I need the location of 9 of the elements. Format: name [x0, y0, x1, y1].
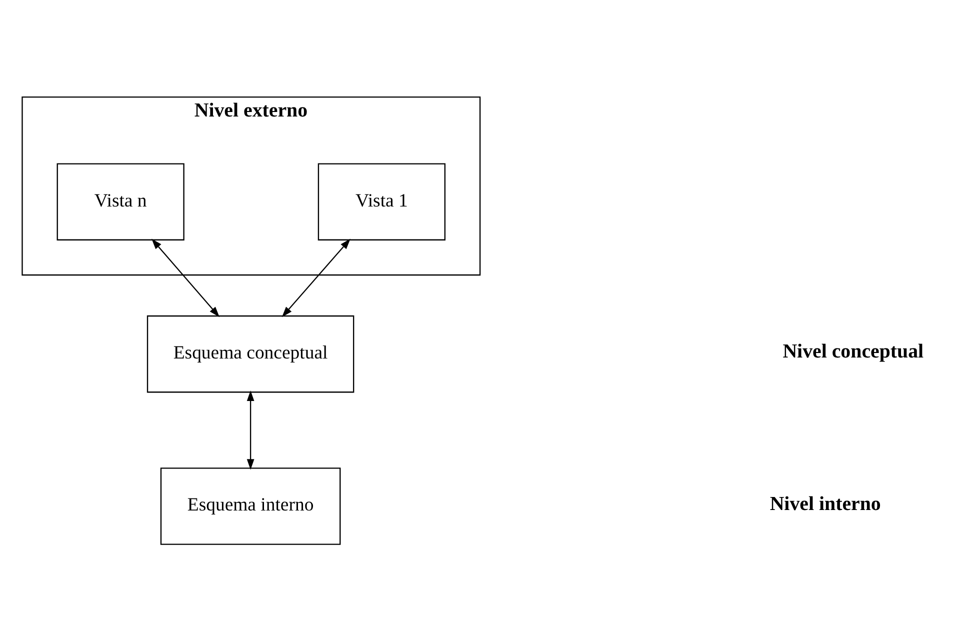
node-box: Esquema interno	[160, 467, 341, 544]
label: Nivel interno	[770, 492, 881, 514]
node-box: Esquema conceptual	[146, 314, 354, 392]
arrow	[246, 390, 254, 470]
arrow	[152, 238, 220, 317]
label: Nivel conceptual	[782, 340, 924, 362]
node-box: Vista n	[56, 162, 184, 240]
node-box: Vista 1	[318, 162, 446, 240]
arrow	[282, 238, 350, 317]
